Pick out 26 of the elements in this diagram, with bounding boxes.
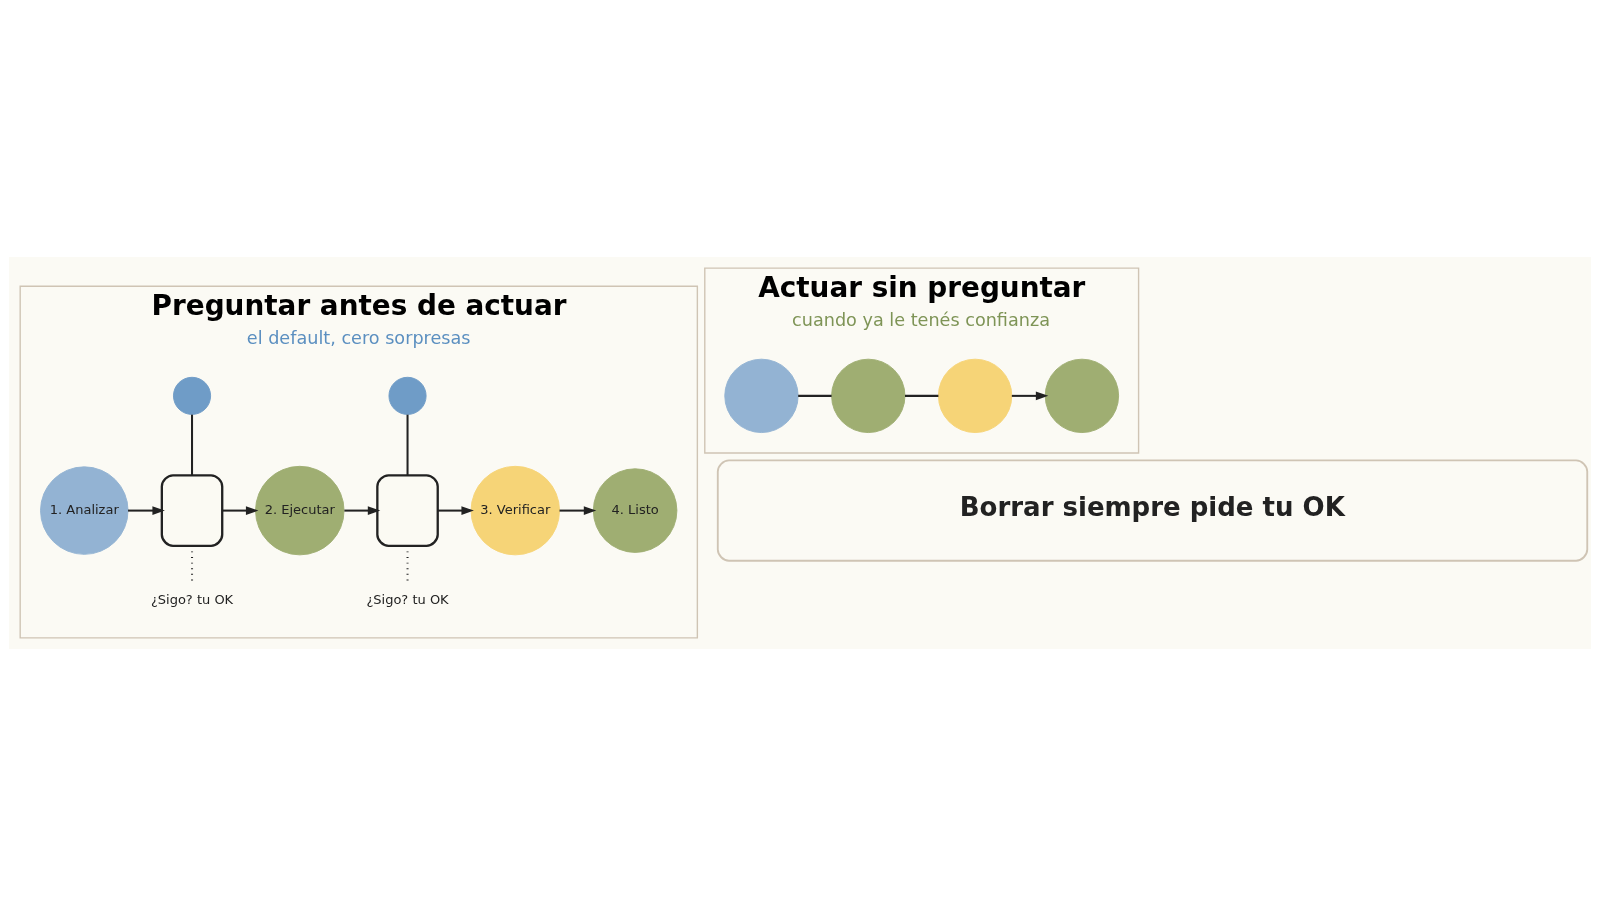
connector — [905, 394, 939, 397]
node-circle — [1044, 358, 1120, 433]
node-circle — [937, 358, 1013, 433]
arrow — [222, 505, 259, 515]
connector — [191, 414, 194, 475]
node-circle: 1. Analizar — [40, 465, 129, 555]
node-circle — [173, 376, 212, 415]
node-box — [160, 473, 224, 547]
node-text: ¿Sigo? tu OK — [150, 591, 234, 607]
arrow — [128, 505, 165, 515]
node-text: ¿Sigo? tu OK — [366, 591, 449, 607]
node-circle — [724, 358, 799, 433]
cluster: Actuar sin preguntar cuando ya le tenés confianza — [704, 266, 1140, 454]
node-circle: 4. Listo — [592, 467, 678, 553]
arrow — [344, 505, 381, 515]
node-circle — [831, 358, 906, 433]
connector — [798, 394, 832, 397]
arrow — [437, 505, 474, 515]
node-circle: 3. Verificar — [470, 465, 561, 555]
node-circle — [388, 376, 427, 415]
arrow — [1011, 391, 1049, 400]
arrow — [559, 505, 597, 515]
node-box: Borrar siempre pide tu OK — [716, 459, 1589, 562]
node-box — [376, 473, 439, 547]
node-circle: 2. Ejecutar — [255, 465, 345, 555]
connector — [406, 414, 409, 475]
